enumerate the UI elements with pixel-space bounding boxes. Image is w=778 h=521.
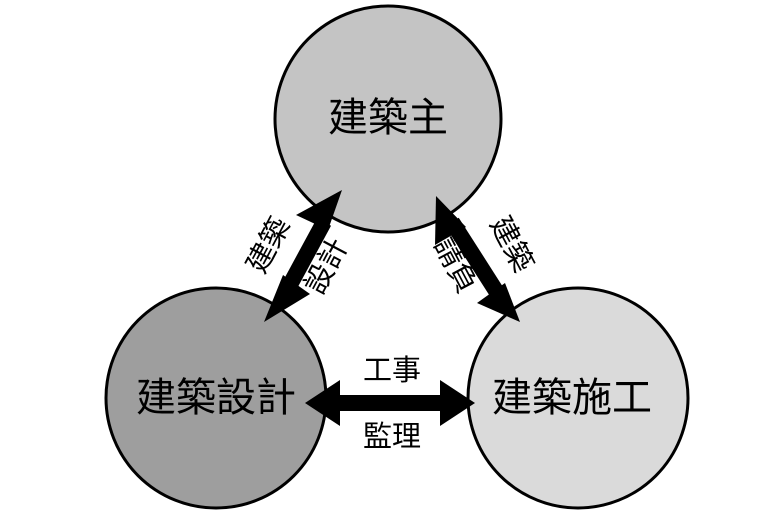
- owner-construction-arrow: [435, 196, 520, 322]
- owner-design-arrow: [264, 190, 342, 322]
- construction-label: 建築施工: [492, 375, 652, 421]
- design-construction-arrow: [305, 380, 475, 426]
- owner-node: [273, 4, 503, 234]
- construction-node: [466, 286, 690, 510]
- owner-label: 建築主: [328, 95, 448, 141]
- design-construction-top-label: 工事: [363, 353, 421, 387]
- design-label: 建築設計: [136, 375, 296, 421]
- design-construction-bottom-label: 監理: [363, 419, 421, 453]
